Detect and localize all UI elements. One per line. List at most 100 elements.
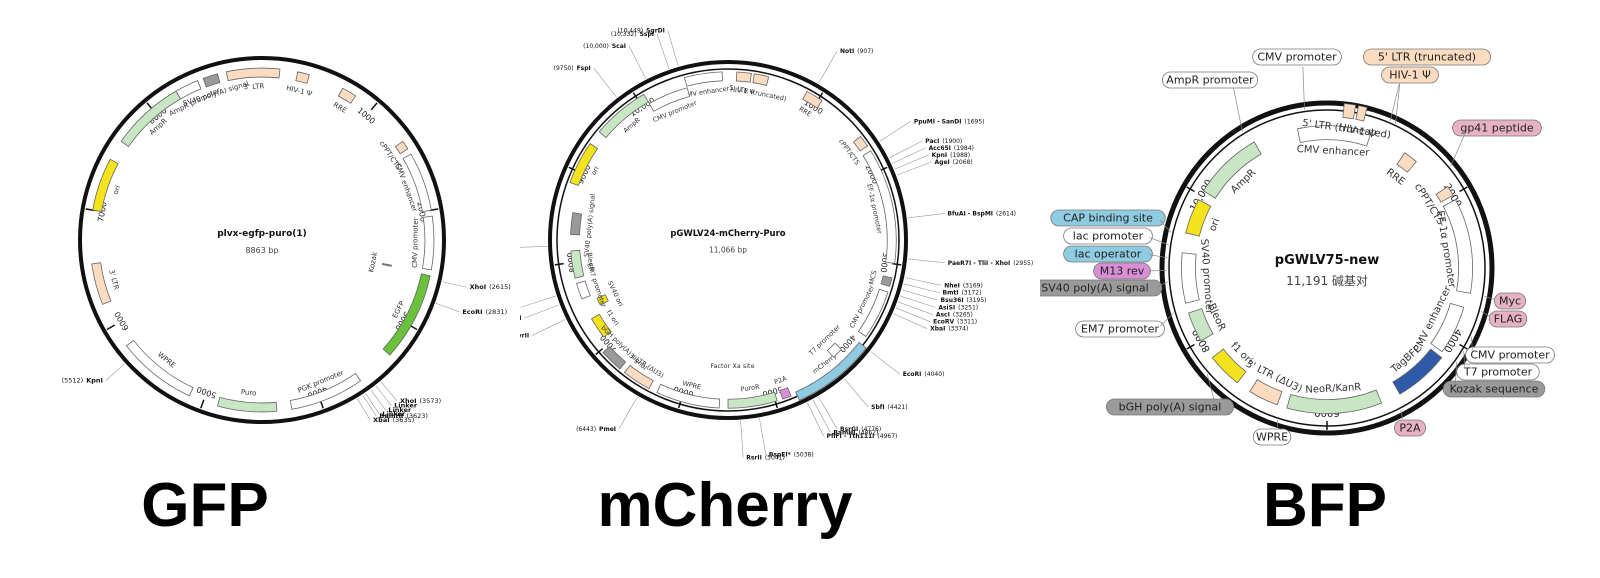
svg-text:EcoRV(3311): EcoRV(3311) xyxy=(933,318,977,325)
svg-text:(10,000)ScaI: (10,000)ScaI xyxy=(583,42,626,49)
svg-text:T7 promoter: T7 promoter xyxy=(1463,366,1533,379)
svg-text:SbfI(4421): SbfI(4421) xyxy=(871,403,907,410)
tick-mark xyxy=(554,262,564,266)
feature-puror: PuroR xyxy=(727,383,778,409)
tick-label: 3000 xyxy=(878,252,890,273)
svg-text:(5512)KpnI: (5512)KpnI xyxy=(62,377,103,385)
svg-text:Acc65I(1984): Acc65I(1984) xyxy=(929,144,974,151)
backbone-inner-ring xyxy=(1168,109,1486,427)
feature-ori: ori xyxy=(92,158,122,213)
svg-text:CAP binding site: CAP binding site xyxy=(1063,212,1153,225)
restriction-site-xhoi: XhoI(2615) xyxy=(442,281,511,291)
svg-text:Bsu36I(3195): Bsu36I(3195) xyxy=(941,297,987,304)
restriction-site-paci: PacI(1900) xyxy=(889,138,962,159)
feature-label: BleoR xyxy=(585,252,596,272)
restriction-site-sspi: (10,332)SspI xyxy=(611,30,670,69)
svg-text:gp41 peptide: gp41 peptide xyxy=(1460,122,1534,135)
svg-text:(9750)FspI: (9750)FspI xyxy=(554,65,591,72)
svg-text:FLAG: FLAG xyxy=(1494,313,1523,326)
feature-label: SV40 poly(A) signal xyxy=(582,193,597,257)
tick-mark xyxy=(1459,186,1468,193)
restriction-site-asisi: AsiSI(3251) xyxy=(900,295,978,311)
restriction-site-acc65i: Acc65I(1984) xyxy=(891,144,974,164)
feature-hiv-1: HIV-1 Ψ xyxy=(285,71,313,98)
feature-rre: RRE xyxy=(332,87,357,115)
callout-lac-promoter: lac promoter xyxy=(1063,227,1169,246)
restriction-site-sbfi: SbfI(4421) xyxy=(844,378,908,410)
feature-hiv-1: HIV-1 Ψ xyxy=(730,71,755,96)
tick-mark xyxy=(370,102,378,111)
feature-ori: ori xyxy=(569,142,601,187)
feature-sv40-poly-a-signal: SV40 poly(A) signal xyxy=(570,193,597,257)
callout-cap-binding-site: CAP binding site xyxy=(1050,209,1172,233)
caption-bfp: BFP xyxy=(1263,471,1387,540)
svg-text:Kozak sequence: Kozak sequence xyxy=(1450,383,1539,396)
restriction-site-avrii: (7491)AvrII xyxy=(520,319,566,339)
feature-label: CMV enhancer xyxy=(1297,144,1371,159)
restriction-site-xbai: XbaI(3635) xyxy=(357,398,414,424)
svg-text:(7656)MauBI: (7656)MauBI xyxy=(520,315,521,322)
feature-label: f1 ori xyxy=(605,309,621,328)
plasmid-size: 8863 bp xyxy=(245,246,278,255)
svg-text:HIV-1 Ψ: HIV-1 Ψ xyxy=(1389,69,1431,82)
svg-text:(10,449)SgrDI: (10,449)SgrDI xyxy=(617,27,664,34)
callout-gp41-peptide: gp41 peptide xyxy=(1450,119,1542,167)
feature-label: 3' LTR xyxy=(243,82,264,91)
plasmid-name: pGWLV75-new xyxy=(1275,253,1379,268)
feature-label: CMV promoter xyxy=(411,217,420,268)
plasmid-name: plvx-egfp-puro(1) xyxy=(217,229,307,239)
feature-ampr: AmpR xyxy=(598,93,649,139)
svg-text:SV40 poly(A) signal: SV40 poly(A) signal xyxy=(1041,282,1148,295)
svg-text:lac operator: lac operator xyxy=(1075,248,1142,261)
feature-label: RRE xyxy=(1384,167,1407,188)
svg-text:BamHI(4862): BamHI(4862) xyxy=(833,429,878,436)
svg-text:EcoRI(4040): EcoRI(4040) xyxy=(903,371,945,378)
feature-f1-ori: f1 ori xyxy=(1211,341,1254,384)
svg-text:NheI(3169): NheI(3169) xyxy=(944,282,983,289)
feature-ori: ori xyxy=(1185,199,1222,237)
callout-wpre: WPRE xyxy=(1252,420,1292,446)
plasmid-map-mcherry: 10002000300040005000600070008000900010,0… xyxy=(520,27,1033,461)
restriction-site-linker: Linker xyxy=(375,385,418,409)
restriction-site-kpni: (5512)KpnI xyxy=(62,363,125,385)
callout-lac-operator: lac operator xyxy=(1063,245,1168,263)
restriction-site-ecorv: EcoRV(3311) xyxy=(895,307,977,325)
restriction-site-scai: (10,000)ScaI xyxy=(583,42,647,79)
feature-cmv-enhancer: CMV enhancer xyxy=(1297,125,1372,159)
svg-text:PpuMI - SanDI(1695): PpuMI - SanDI(1695) xyxy=(914,118,985,125)
feature-3-ltr: 3' LTR xyxy=(225,67,281,91)
restriction-site-ppumi-sandi: PpuMI - SanDI(1695) xyxy=(879,118,985,142)
restriction-site-bstz17i: (8256)BstZ17I xyxy=(520,246,548,248)
tick-mark xyxy=(200,399,205,409)
tick-mark xyxy=(1186,186,1195,193)
svg-text:CMV promoter: CMV promoter xyxy=(1257,51,1337,64)
feature-label: 3' LTR xyxy=(107,269,120,291)
svg-text:BmtI(3172): BmtI(3172) xyxy=(943,289,982,296)
svg-text:PflFI - Tth111I(4967): PflFI - Tth111I(4967) xyxy=(827,432,898,439)
feature-label: CMV enhancer xyxy=(682,84,730,99)
svg-text:AsiSI(3251): AsiSI(3251) xyxy=(938,304,978,311)
svg-text:BamHI(3623): BamHI(3623) xyxy=(379,412,428,420)
plasmid-name: pGWLV24-mCherry-Puro xyxy=(670,229,785,239)
feature-neor-kanr: NeoR/KanR xyxy=(1286,382,1383,414)
restriction-site-fspi: (9750)FspI xyxy=(554,65,617,98)
svg-text:(10,332)SspI: (10,332)SspI xyxy=(611,30,654,37)
restriction-site-paer7i-tlii-xhoi: PaeR7I - TliI - XhoI(2955) xyxy=(907,258,1033,266)
feature-label: Puro xyxy=(241,388,257,397)
feature-cppt-cts: cPPT/CTS xyxy=(837,135,869,167)
feature-label: NeoR/KanR xyxy=(1305,382,1361,396)
tick-mark xyxy=(1459,343,1468,350)
callout-flag: FLAG xyxy=(1480,310,1528,328)
restriction-site-pmei: (6443)PmeI xyxy=(576,396,638,432)
callout-m13-rev: M13 rev xyxy=(1093,262,1168,280)
caption-gfp: GFP xyxy=(141,471,269,540)
svg-text:AscI(3265): AscI(3265) xyxy=(936,311,973,318)
restriction-site-bamhi: BamHI(4862) xyxy=(812,399,878,436)
tick-mark xyxy=(892,262,902,266)
callout-sv40-poly-a-signal: SV40 poly(A) signal xyxy=(1040,279,1168,297)
feature-label: RRE xyxy=(332,101,348,115)
restriction-site-linker: Linker xyxy=(370,389,412,414)
backbone-ring xyxy=(1159,100,1495,436)
